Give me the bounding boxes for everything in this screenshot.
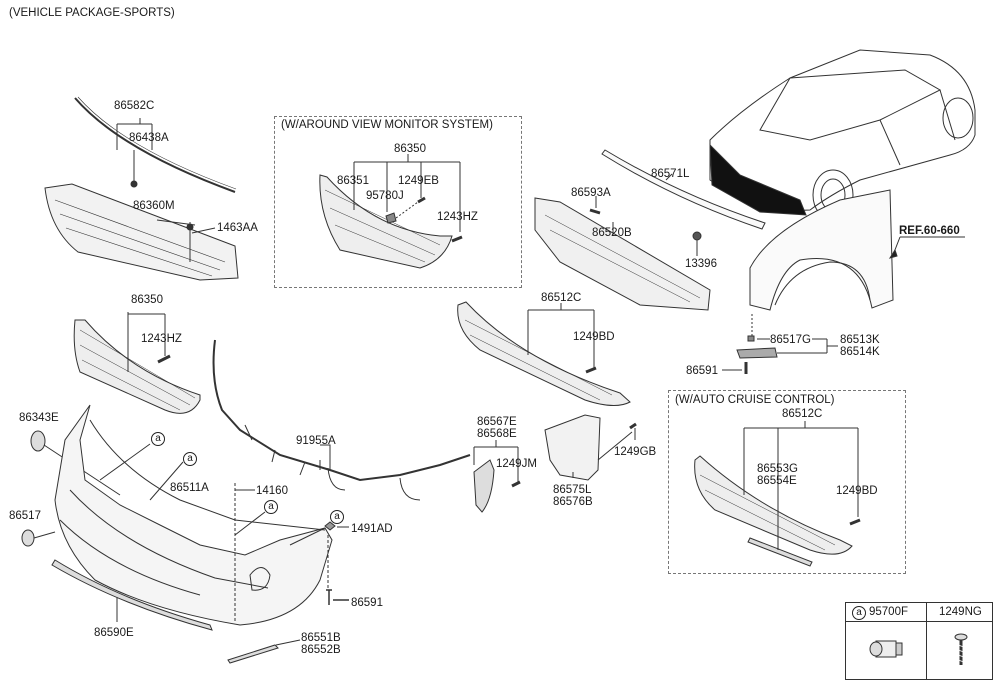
part-label-1463AA[interactable]: 1463AA [217,222,258,234]
legend-part-1249NG[interactable]: 1249NG [939,606,982,618]
part-label-95780J[interactable]: 95780J [366,190,404,202]
part-label-86517G[interactable]: 86517G [770,334,811,346]
part-label-86571L[interactable]: 86571L [651,168,690,180]
around-view-monitor-box: (W/AROUND VIEW MONITOR SYSTEM) [274,116,522,288]
absorber-86520B [534,197,711,311]
part-label-1249JM[interactable]: 1249JM [496,458,537,470]
part-label-86350-avm[interactable]: 86350 [394,143,426,155]
leader-86582C [116,118,153,182]
part-label-86567E[interactable]: 86567E [477,416,517,428]
molding-86582C [74,97,236,193]
lip-86590E [51,559,213,631]
harness-91955A [212,339,471,482]
part-label-1249BD[interactable]: 1249BD [573,331,615,343]
callout-a-1[interactable]: a [151,432,165,446]
part-label-86520B[interactable]: 86520B [592,227,632,239]
part-label-1249BD-acc[interactable]: 1249BD [836,485,878,497]
auto-cruise-box-title: (W/AUTO CRUISE CONTROL) [675,394,835,406]
ref-label[interactable]: REF.60-660 [899,225,960,237]
legend-col-1 [846,603,927,679]
callout-a-4[interactable]: a [330,510,344,524]
legend-part-95700F: 95700F [869,606,909,618]
vehicle-outline [709,49,976,221]
diagram-title: (VEHICLE PACKAGE-SPORTS) [9,7,175,19]
part-label-1243HZ-avm[interactable]: 1243HZ [437,211,478,223]
part-label-14160[interactable]: 14160 [256,485,288,497]
part-label-86350[interactable]: 86350 [131,294,163,306]
bumper-86511A [54,404,333,626]
part-label-86360M[interactable]: 86360M [133,200,175,212]
part-label-86554E[interactable]: 86554E [757,475,797,487]
molding-86571L [601,149,766,230]
part-label-86512C[interactable]: 86512C [541,292,582,304]
part-label-86575L[interactable]: 86575L [553,484,592,496]
part-label-13396[interactable]: 13396 [685,258,717,270]
legend-header-row [846,603,992,622]
part-label-86514K[interactable]: 86514K [840,346,880,358]
screw-icon [954,633,968,665]
part-label-86343E[interactable]: 86343E [19,412,59,424]
fender [749,189,894,311]
part-label-86582C[interactable]: 86582C [114,100,155,112]
lower-grille-86512C [457,301,631,406]
auto-cruise-control-box: (W/AUTO CRUISE CONTROL) [668,390,906,574]
foglamp-cover [473,459,495,513]
part-label-86517[interactable]: 86517 [9,510,41,522]
part-label-1491AD[interactable]: 1491AD [351,523,393,535]
part-label-86513K[interactable]: 86513K [840,334,880,346]
grille-86350 [73,319,201,414]
part-label-86512C-acc[interactable]: 86512C [782,408,823,420]
callout-a-2[interactable]: a [183,452,197,466]
part-label-1249EB[interactable]: 1249EB [398,175,439,187]
part-label-86511A[interactable]: 86511A [170,482,209,494]
part-label-91955A[interactable]: 91955A [296,435,336,447]
part-label-86591-bumper[interactable]: 86591 [351,597,383,609]
part-label-86568E[interactable]: 86568E [477,428,517,440]
part-label-1249GB[interactable]: 1249GB [614,446,657,458]
part-label-86351[interactable]: 86351 [337,175,369,187]
part-label-86593A[interactable]: 86593A [571,187,611,199]
sensor-icon [869,640,903,658]
part-label-86551B[interactable]: 86551B [301,632,341,644]
callout-a-3[interactable]: a [264,500,278,514]
cover-86360M [44,183,239,281]
legend-callout-a: a [852,606,866,620]
part-label-86438A[interactable]: 86438A [129,132,169,144]
part-label-86576B[interactable]: 86576B [553,496,593,508]
part-label-86553G[interactable]: 86553G [757,463,798,475]
part-label-86552B[interactable]: 86552B [301,644,341,656]
part-label-86590E[interactable]: 86590E [94,627,134,639]
part-label-1243HZ[interactable]: 1243HZ [141,333,182,345]
part-label-86591-fender[interactable]: 86591 [686,365,718,377]
around-view-box-title: (W/AROUND VIEW MONITOR SYSTEM) [281,119,493,131]
